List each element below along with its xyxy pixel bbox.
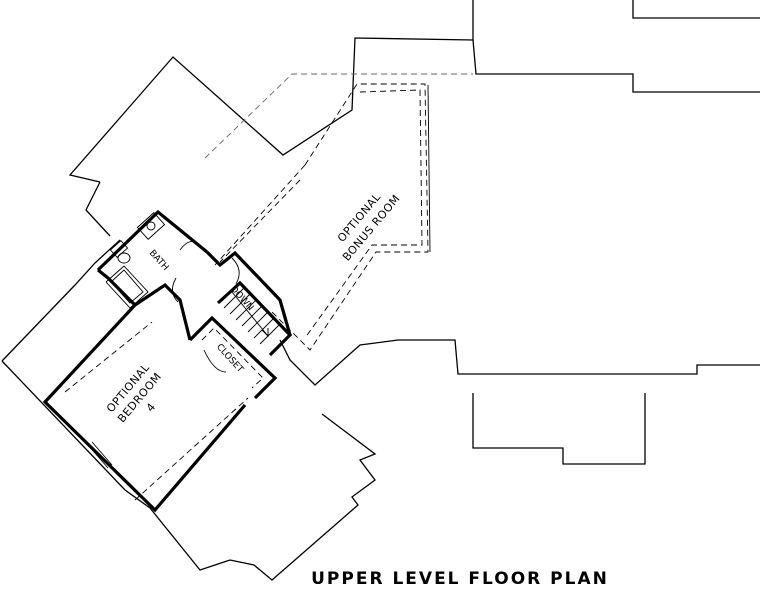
- bonus-room-label: OPTIONAL BONUS ROOM: [335, 190, 403, 263]
- bonus-room-inner: [304, 89, 423, 339]
- stair-outer: [216, 280, 293, 357]
- closet-shelf: [201, 327, 264, 389]
- bedroom-label-line3: 4: [144, 400, 159, 414]
- bath-door-swing: [179, 241, 201, 251]
- tub-inner: [110, 269, 144, 304]
- toilet-tank: [109, 239, 129, 259]
- bedroom-dashed-slope-2: [134, 397, 249, 501]
- left-roof-step: [85, 181, 111, 237]
- bonus-upper-dash: [204, 73, 473, 159]
- bath-left-wall: [97, 268, 137, 307]
- lower-right-roof: [279, 339, 760, 386]
- left-outer-wall: [1, 239, 121, 362]
- bonus-right-wall: [427, 84, 431, 253]
- bonus-left-slope-2: [219, 179, 301, 263]
- bath-label-text: BATH: [147, 248, 170, 272]
- bedroom-window-2: [91, 441, 113, 466]
- stair-arrow: [231, 291, 269, 338]
- sink-bowl: [146, 221, 156, 231]
- bedroom-inner-wall: [134, 282, 192, 341]
- toilet-bowl: [117, 252, 131, 264]
- lower-right-step: [472, 393, 646, 465]
- stair-door-swing: [231, 257, 240, 285]
- closet-door-swing: [203, 349, 227, 373]
- bonus-room-outline: [269, 83, 429, 351]
- bedroom-label: OPTIONAL BEDROOM 4: [104, 361, 164, 426]
- upper-left-roof-outline: [68, 0, 474, 183]
- bottom-left-roof: [1, 360, 231, 571]
- sink: [136, 212, 166, 240]
- top-right-corner: [632, 0, 760, 19]
- bonus-left-slope: [214, 164, 306, 266]
- bath-wall: [96, 209, 209, 272]
- closet-wall: [188, 315, 278, 400]
- hall-wall: [205, 250, 292, 336]
- lower-center-roof: [229, 413, 377, 581]
- upper-right-roof: [472, 39, 760, 93]
- stair-label: DOWN: [228, 284, 255, 313]
- bedroom-dashed-slope: [64, 321, 153, 393]
- bedroom-window: [87, 444, 109, 469]
- plan-title: UPPER LEVEL FLOOR PLAN: [311, 569, 609, 589]
- tub: [105, 265, 149, 309]
- bedroom-walls: [42, 303, 247, 513]
- stair-label-text: DOWN: [228, 284, 255, 313]
- bath-label: BATH: [147, 248, 170, 272]
